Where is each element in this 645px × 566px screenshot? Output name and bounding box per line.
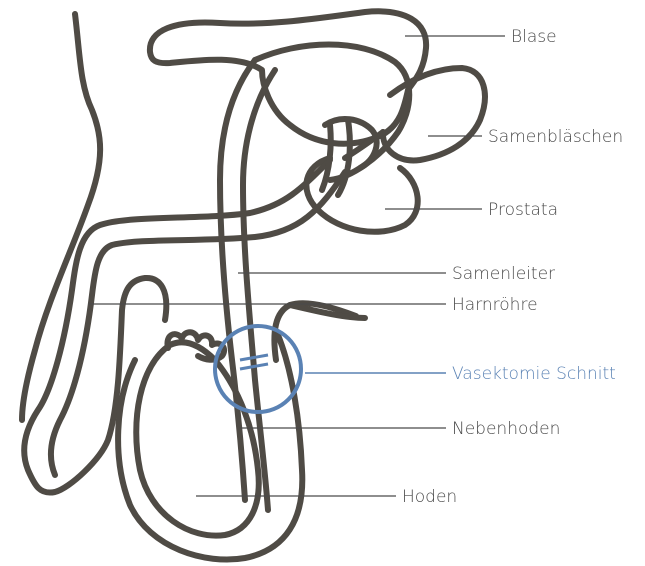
label-harnroehre: Harnröhre [452, 295, 538, 315]
label-nebenhoden: Nebenhoden [452, 419, 560, 439]
label-samenblaeschen: Samenbläschen [488, 127, 623, 147]
vas-deferens-right [243, 70, 275, 510]
label-blase: Blase [511, 27, 557, 47]
scrotum-shell [118, 335, 302, 560]
label-samenleiter: Samenleiter [452, 264, 555, 284]
label-prostata: Prostata [488, 200, 558, 220]
bladder-shape [150, 11, 426, 143]
label-hoden: Hoden [402, 487, 457, 507]
label-vasektomie: Vasektomie Schnitt [452, 364, 616, 384]
urethra-outer [24, 160, 330, 493]
